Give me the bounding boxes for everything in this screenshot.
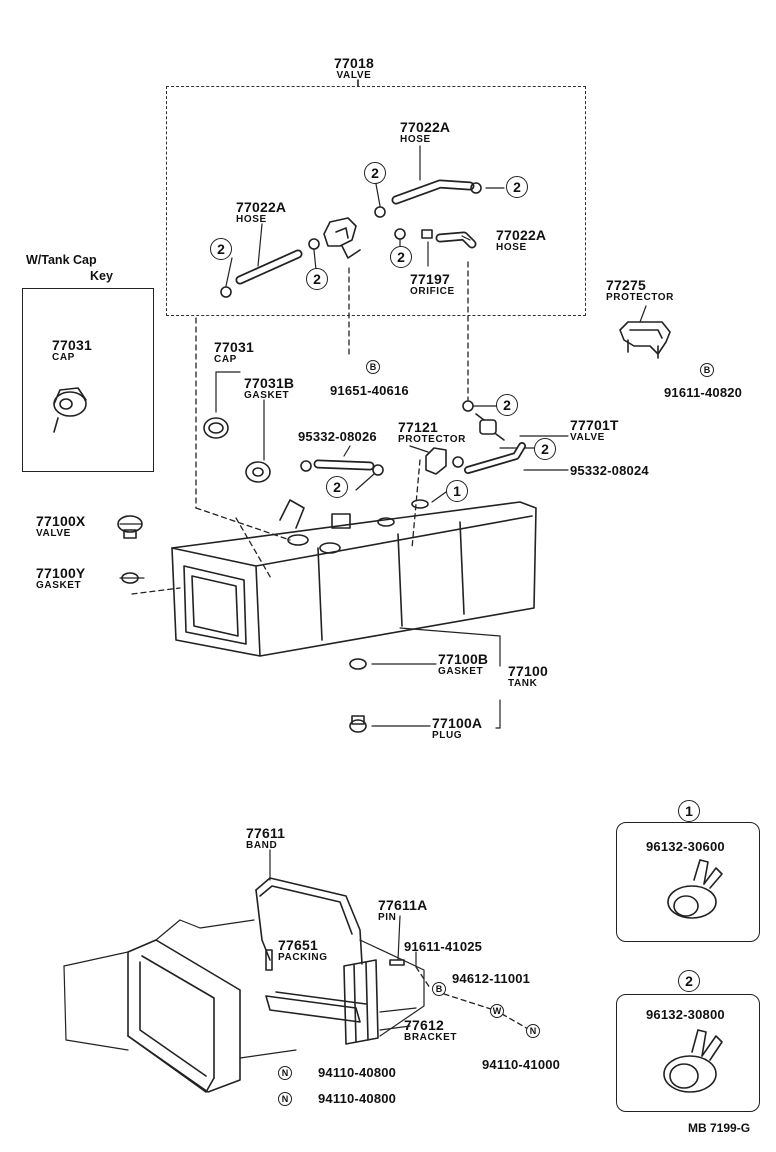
bracket-77612-drawing	[343, 959, 379, 1045]
valve-77018-drawing	[323, 217, 433, 259]
cap-77031-drawing	[203, 417, 229, 439]
label-94110-41000: 94110-41000	[482, 1057, 561, 1072]
bolt-badge-b-left: B	[366, 360, 380, 374]
tank-cap-key-box	[22, 288, 154, 472]
label-95332-08024: 95332-08024	[570, 463, 649, 478]
plug-77100a-drawing	[349, 715, 367, 733]
nut-badge-n-right: N	[526, 1024, 540, 1038]
gasket-77100y-drawing	[121, 572, 139, 584]
label-95332-08026: 95332-08026	[298, 429, 377, 444]
label-hose-right: 77022A HOSE	[496, 227, 547, 253]
hose-95332-08024-drawing	[464, 442, 526, 474]
nut-badge-n-a: N	[278, 1066, 292, 1080]
label-77100x: 77100X VALVE	[36, 513, 86, 539]
label-77100a: 77100A PLUG	[432, 715, 483, 741]
label-77275: 77275 PROTECTOR	[606, 277, 674, 303]
clamp-2-drawing	[663, 1029, 723, 1093]
band-77611-drawing	[255, 877, 363, 971]
gasket-77100b-drawing	[349, 658, 367, 670]
ref-2-c: 2	[210, 238, 232, 260]
hose-top-drawing	[391, 179, 475, 205]
ref-2-h: 2	[326, 476, 348, 498]
label-77100b: 77100B GASKET	[438, 651, 489, 677]
valve-77701t-drawing	[475, 413, 505, 441]
ref-2-a: 2	[364, 162, 386, 184]
ref-2-d: 2	[306, 268, 328, 290]
tank-cap-key-title: W/Tank Cap	[26, 253, 97, 267]
valve-group-box	[166, 86, 586, 316]
hose-left-drawing	[235, 249, 303, 285]
label-94110-40800-b: 94110-40800	[318, 1091, 397, 1106]
label-91651-40616: 91651-40616	[330, 383, 409, 398]
label-94612-11001: 94612-11001	[452, 971, 531, 986]
ref-1-a: 1	[446, 480, 468, 502]
valve-77100x-drawing	[117, 515, 143, 539]
label-77651: 77651 PACKING	[278, 937, 328, 963]
fuel-tank-drawing	[171, 499, 537, 657]
clamp-1-ref: 1	[678, 800, 700, 822]
ref-2-e: 2	[390, 246, 412, 268]
bolt-badge-b-right: B	[700, 363, 714, 377]
label-77611a: 77611A PIN	[378, 897, 428, 923]
bracket-left-drawing	[127, 939, 241, 1093]
clamp-1-part-number: 96132-30600	[646, 839, 725, 854]
cap-77031-side-drawing	[53, 387, 87, 433]
protector-77275-drawing	[619, 321, 671, 359]
label-cap-inner: 77031 CAP	[214, 339, 254, 365]
packing-77651-drawing	[265, 991, 367, 1023]
label-94110-40800-a: 94110-40800	[318, 1065, 397, 1080]
tank-cap-key-subtitle: Key	[90, 269, 113, 283]
ref-2-g: 2	[534, 438, 556, 460]
label-77612: 77612 BRACKET	[404, 1017, 458, 1043]
hose-right-drawing	[435, 231, 477, 249]
ref-2-f: 2	[496, 394, 518, 416]
label-77018: 77018 VALVE	[334, 55, 374, 81]
clamp-2-box	[616, 994, 760, 1112]
washer-badge-w: W	[490, 1004, 504, 1018]
dashed-leaders	[131, 261, 531, 1031]
label-77121: 77121 PROTECTOR	[398, 419, 466, 445]
label-77031b: 77031B GASKET	[244, 375, 295, 401]
hose-95332-08026-drawing	[313, 459, 375, 471]
clamp-2-ref: 2	[678, 970, 700, 992]
gasket-77031b-drawing	[245, 461, 271, 483]
pin-77611a-drawing	[389, 959, 405, 966]
label-77701t: 77701T VALVE	[570, 417, 619, 443]
clamp-2-part-number: 96132-30800	[646, 1007, 725, 1022]
label-91611-40820: 91611-40820	[664, 385, 743, 400]
label-hose-top: 77022A HOSE	[400, 119, 451, 145]
bolt-badge-b-lower: B	[432, 982, 446, 996]
ref-2-b: 2	[506, 176, 528, 198]
label-orifice: 77197 ORIFICE	[410, 271, 455, 297]
label-77100y: 77100Y GASKET	[36, 565, 86, 591]
clamp-1-drawing	[667, 859, 723, 919]
nut-badge-n-b: N	[278, 1092, 292, 1106]
small-clamps	[220, 182, 482, 476]
label-77611: 77611 BAND	[246, 825, 286, 851]
label-cap-side: 77031 CAP	[52, 337, 92, 363]
protector-77121-drawing	[425, 447, 447, 475]
tank-outline-lower	[63, 919, 425, 1059]
label-91611-41025: 91611-41025	[404, 939, 483, 954]
label-77100-tank: 77100 TANK	[508, 663, 548, 689]
diagram-code: MB 7199-G	[688, 1121, 751, 1135]
label-hose-left: 77022A HOSE	[236, 199, 287, 225]
clamp-1-box	[616, 822, 760, 942]
